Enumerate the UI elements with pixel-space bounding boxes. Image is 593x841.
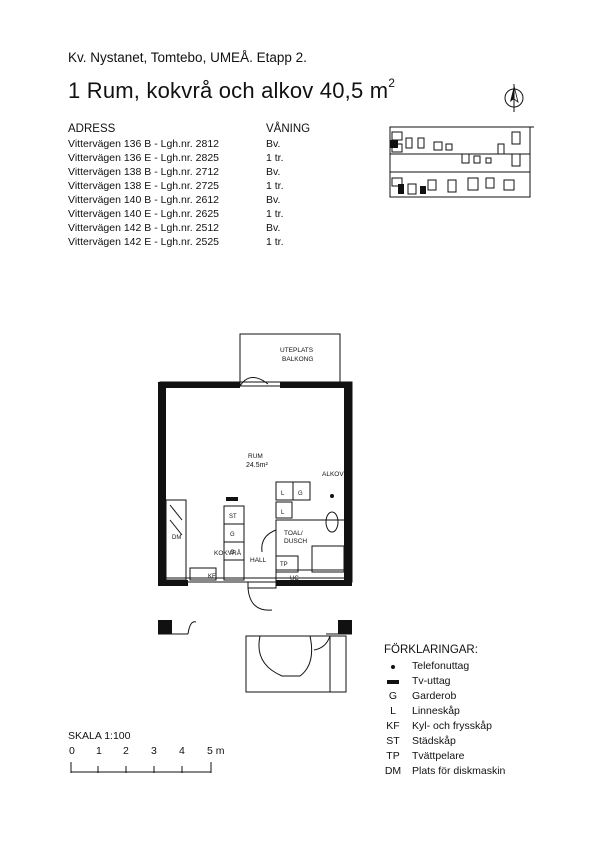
scale-tick-2: 2 [123,745,129,757]
tv-outlet-icon [387,680,399,684]
plan-label-g3: G [298,491,303,497]
address-row: Vittervägen 140 B - Lgh.nr. 2612 Bv. [68,194,308,209]
address-text: Vittervägen 142 E - Lgh.nr. 2525 [68,236,219,248]
legend-text: Plats för diskmaskin [412,765,506,777]
scale-tick-3: 3 [151,745,157,757]
floor-text: Bv. [266,222,281,234]
plan-label-alcove: ALKOV [322,471,344,478]
legend-text: Garderob [412,690,457,702]
west-wall [158,382,166,586]
address-text: Vittervägen 140 B - Lgh.nr. 2612 [68,194,219,206]
address-row: Vittervägen 138 B - Lgh.nr. 2712 Bv. [68,166,308,181]
plan-label-room: RUM [248,453,263,460]
scale-tick-0: 0 [69,745,75,757]
legend-symbol: G [388,690,398,702]
plan-label-kf: KF [208,574,216,580]
plan-label-dm: DM [172,535,181,541]
address-row: Vittervägen 140 E - Lgh.nr. 2625 1 tr. [68,208,308,223]
address-row: Vittervägen 136 E - Lgh.nr. 2825 1 tr. [68,152,308,167]
north-arrow-icon [504,84,524,112]
plan-label-l1: L [281,491,285,497]
floor-text: Bv. [266,166,281,178]
floor-text: Bv. [266,138,281,150]
legend-text: Tv-uttag [412,675,451,687]
plan-label-balcony-2: BALKONG [282,356,313,363]
site-key-plan [389,126,534,198]
plan-label-g2: G [230,550,235,556]
plan-label-tp: TP [280,562,288,568]
plan-label-g1: G [230,532,235,538]
address-row: Vittervägen 138 E - Lgh.nr. 2725 1 tr. [68,180,308,195]
address-row: Vittervägen 136 B - Lgh.nr. 2812 Bv. [68,138,308,153]
address-text: Vittervägen 142 B - Lgh.nr. 2512 [68,222,219,234]
title-superscript: 2 [388,76,396,90]
telephone-outlet-icon [391,665,395,669]
legend-symbol: ST [386,735,400,747]
floor-text: 1 tr. [266,208,284,220]
address-row: Vittervägen 142 B - Lgh.nr. 2512 Bv. [68,222,308,237]
legend-text: Städskåp [412,735,456,747]
legend-text: Linneskåp [412,705,460,717]
project-subtitle: Kv. Nystanet, Tomtebo, UMEÅ. Etapp 2. [68,50,307,65]
legend-item: TP Tvättpelare [382,750,582,765]
legend-symbol: TP [386,750,400,762]
address-row: Vittervägen 142 E - Lgh.nr. 2525 1 tr. [68,236,308,251]
legend-item: Telefonuttag [382,660,582,675]
title-text: 1 Rum, kokvrå och alkov 40,5 m [68,78,389,103]
address-text: Vittervägen 136 B - Lgh.nr. 2812 [68,138,219,150]
scale-tick-1: 1 [96,745,102,757]
floor-text: Bv. [266,194,281,206]
floor-text: 1 tr. [266,180,284,192]
address-text: Vittervägen 136 E - Lgh.nr. 2825 [68,152,219,164]
east-wall [344,382,352,586]
address-column-header: ADRESS [68,123,116,135]
legend-text: Tvättpelare [412,750,465,762]
floor-text: 1 tr. [266,152,284,164]
plan-label-toilet-1: TOAL/ [284,530,303,537]
telephone-outlet-mark [330,494,334,498]
tv-outlet-mark [226,497,238,501]
legend-symbol: KF [386,720,400,732]
legend-text: Kyl- och frysskåp [412,720,492,732]
plan-label-l2: L [281,510,285,516]
legend-symbol: DM [384,765,402,777]
legend-symbol: L [390,705,396,717]
legend-text: Telefonuttag [412,660,470,672]
plan-label-uc: UC [290,576,299,582]
legend-item: DM Plats för diskmaskin [382,765,582,780]
floor-plan: UTEPLATS BALKONG RUM 24.5m² ALKOV DM KOK… [158,333,353,693]
legend-item: Tv-uttag [382,675,582,690]
plan-label-toilet-2: DUSCH [284,538,307,545]
floor-text: 1 tr. [266,236,284,248]
scale-bar [70,762,212,773]
plan-label-room-area: 24.5m² [246,462,268,469]
scale-label: SKALA 1:100 [68,730,131,742]
scale-tick-4: 4 [179,745,185,757]
legend-item: G Garderob [382,690,582,705]
plan-label-kitchen: KOKVRÅ [214,548,242,557]
legend-heading: FÖRKLARINGAR: [384,644,478,656]
legend-item: KF Kyl- och frysskåp [382,720,582,735]
legend-item: ST Städskåp [382,735,582,750]
legend-item: L Linneskåp [382,705,582,720]
address-text: Vittervägen 138 B - Lgh.nr. 2712 [68,166,219,178]
floor-column-header: VÅNING [266,123,311,135]
plan-label-balcony-1: UTEPLATS [280,347,314,354]
plan-label-hall: HALL [250,557,267,564]
page-title: 1 Rum, kokvrå och alkov 40,5 m2 [68,76,396,104]
plan-label-st: ST [229,514,237,520]
scale-tick-5: 5 m [207,745,225,757]
address-text: Vittervägen 140 E - Lgh.nr. 2625 [68,208,219,220]
address-text: Vittervägen 138 E - Lgh.nr. 2725 [68,180,219,192]
